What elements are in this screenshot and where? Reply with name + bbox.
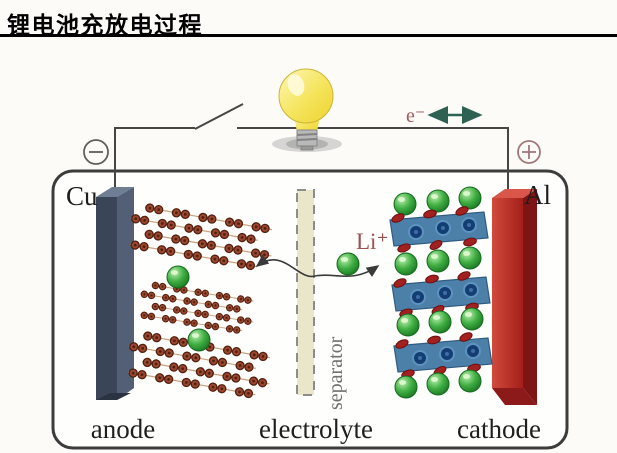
switch-icon — [194, 103, 244, 130]
cathode-label: cathode — [457, 414, 541, 444]
aluminum-electrode — [492, 189, 537, 405]
page-title: 锂电池充放电过程 — [7, 12, 203, 38]
ion-path-arrow-icon — [255, 254, 380, 278]
separator-strip — [296, 189, 315, 396]
lithium-ion-in-anode — [166, 265, 190, 289]
positive-terminal-icon — [517, 140, 541, 164]
negative-terminal-icon — [83, 139, 109, 165]
electron-label: e⁻ — [406, 105, 425, 127]
copper-electrode — [96, 187, 134, 400]
electrolyte-label: electrolyte — [259, 414, 373, 444]
cathode-structure — [390, 186, 492, 399]
light-bulb-icon — [272, 68, 342, 152]
lithium-ion-in-anode — [187, 328, 211, 352]
lithium-ion-label: Li⁺ — [356, 229, 389, 254]
lithium-ion-migrating — [336, 252, 360, 276]
separator-label: separator — [325, 336, 347, 410]
circuit-wires — [114, 127, 509, 197]
copper-label: Cu — [66, 181, 98, 211]
title-underline — [0, 34, 617, 37]
aluminum-label: Al — [524, 180, 551, 210]
anode-label: anode — [91, 414, 155, 444]
